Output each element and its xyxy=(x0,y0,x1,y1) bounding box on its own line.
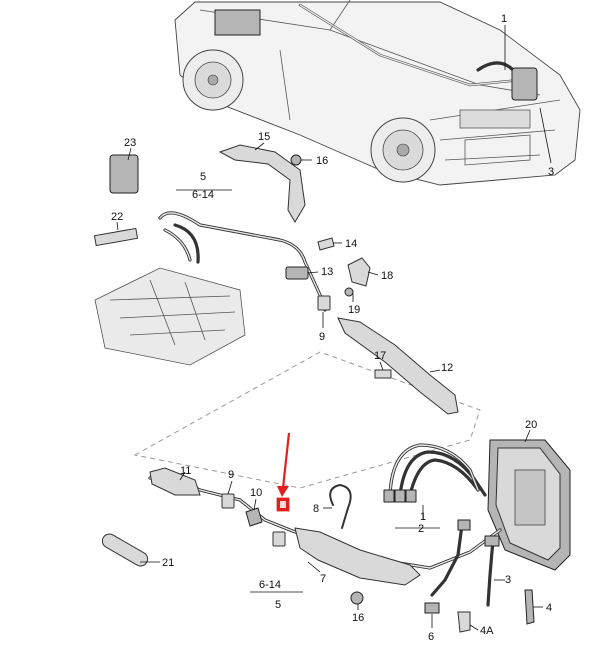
lower-wiring-harness xyxy=(101,443,535,633)
callout-10: 10 xyxy=(250,487,262,499)
callout-6-14-top: 6-14 xyxy=(192,189,214,201)
callout-19: 19 xyxy=(348,304,360,316)
callout-6-14-bottom: 6-14 xyxy=(259,579,281,591)
vehicle-illustration xyxy=(174,0,581,186)
callout-labels: 1 3 23 15 16 5 6-14 22 14 13 18 19 9 17 … xyxy=(111,13,554,643)
callout-14: 14 xyxy=(345,238,357,250)
red-arrow-head xyxy=(277,486,289,497)
callout-5-top: 5 xyxy=(200,171,206,183)
callout-4a: 4A xyxy=(480,625,494,637)
upper-wiring-harness xyxy=(158,144,459,415)
floor-pan-illustration xyxy=(94,267,246,366)
callout-9-bottom: 9 xyxy=(228,469,234,481)
part-16-nut xyxy=(290,154,302,166)
callout-16-top: 16 xyxy=(316,155,328,167)
callout-1-bottom: 1 xyxy=(420,511,426,523)
part-19-bolt xyxy=(344,287,354,297)
callout-15: 15 xyxy=(258,131,270,143)
callout-7: 7 xyxy=(320,573,326,585)
part-18-bracket xyxy=(347,257,371,287)
red-arrow-shaft xyxy=(281,432,291,489)
callout-6: 6 xyxy=(428,631,434,643)
part-17-clip xyxy=(374,369,392,379)
callout-2: 2 xyxy=(418,523,424,535)
callout-3-bottom: 3 xyxy=(505,574,511,586)
callout-13: 13 xyxy=(321,266,333,278)
callout-5-bottom: 5 xyxy=(275,599,281,611)
callout-3-top: 3 xyxy=(548,166,554,178)
callout-9-top: 9 xyxy=(319,331,325,343)
highlighted-part-inner xyxy=(280,501,286,508)
callout-12: 12 xyxy=(441,362,453,374)
part-22-strip xyxy=(93,227,139,247)
callout-8: 8 xyxy=(313,503,319,515)
callout-22: 22 xyxy=(111,211,123,223)
callout-1-top: 1 xyxy=(501,13,507,25)
callout-23: 23 xyxy=(124,137,136,149)
part-20-control-unit xyxy=(487,439,571,571)
callout-20: 20 xyxy=(525,419,537,431)
part-14-clip xyxy=(317,237,335,251)
callout-4: 4 xyxy=(546,602,552,614)
callout-21: 21 xyxy=(162,557,174,569)
callout-18: 18 xyxy=(381,270,393,282)
leader-lines xyxy=(116,25,552,631)
callout-17: 17 xyxy=(374,350,386,362)
part-23-connector xyxy=(109,154,139,194)
callout-11: 11 xyxy=(180,465,191,477)
highlight-marker xyxy=(276,432,291,512)
callout-16-bottom: 16 xyxy=(352,612,364,624)
dashed-outline xyxy=(133,351,481,489)
